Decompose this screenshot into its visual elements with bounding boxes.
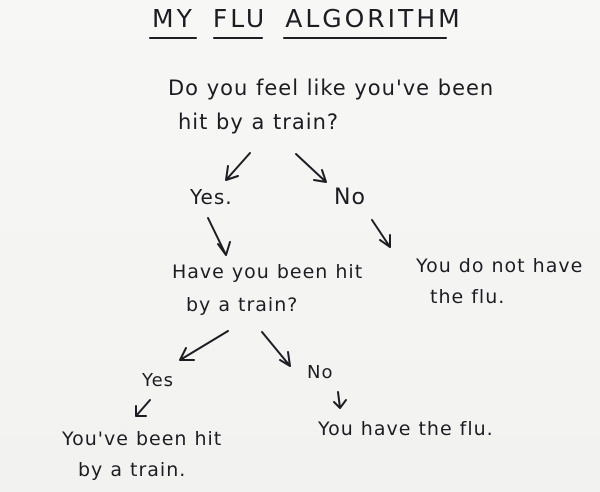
arrow-q2-to-yes [179, 330, 229, 361]
arrow-q1-to-no [295, 153, 327, 183]
answer-flu: You have the flu. [318, 418, 494, 440]
question1-no-label: No [334, 185, 366, 210]
title-word-my: MY [152, 4, 195, 33]
arrow-q2-to-no [261, 331, 291, 367]
question2-line1: Have you been hit [172, 261, 364, 283]
question1-yes-label: Yes. [190, 185, 233, 209]
arrow-yes-to-q2 [207, 217, 231, 256]
arrow-no-to-answer [371, 219, 391, 248]
question1-line2: hit by a train? [178, 110, 340, 134]
question2-line2: by a train? [186, 294, 299, 316]
answer-no-flu-line1: You do not have [416, 255, 584, 277]
question1-line1: Do you feel like you've been [168, 76, 495, 100]
answer-no-flu-line2: the flu. [430, 286, 506, 308]
arrow-q1-to-yes [225, 152, 251, 181]
title-word-flu: FLU [212, 4, 268, 33]
answer-train-line2: by a train. [78, 459, 187, 481]
answer-train-line1: You've been hit [62, 428, 223, 450]
title-word-algorithm: ALGORITHM [285, 4, 463, 33]
question2-no-label: No [307, 362, 334, 383]
arrow-no2-to-flu [333, 391, 347, 409]
page-title: MY FLU ALGORITHM [152, 4, 463, 33]
question2-yes-label: Yes [142, 370, 175, 391]
arrow-yes2-to-train [135, 399, 151, 417]
